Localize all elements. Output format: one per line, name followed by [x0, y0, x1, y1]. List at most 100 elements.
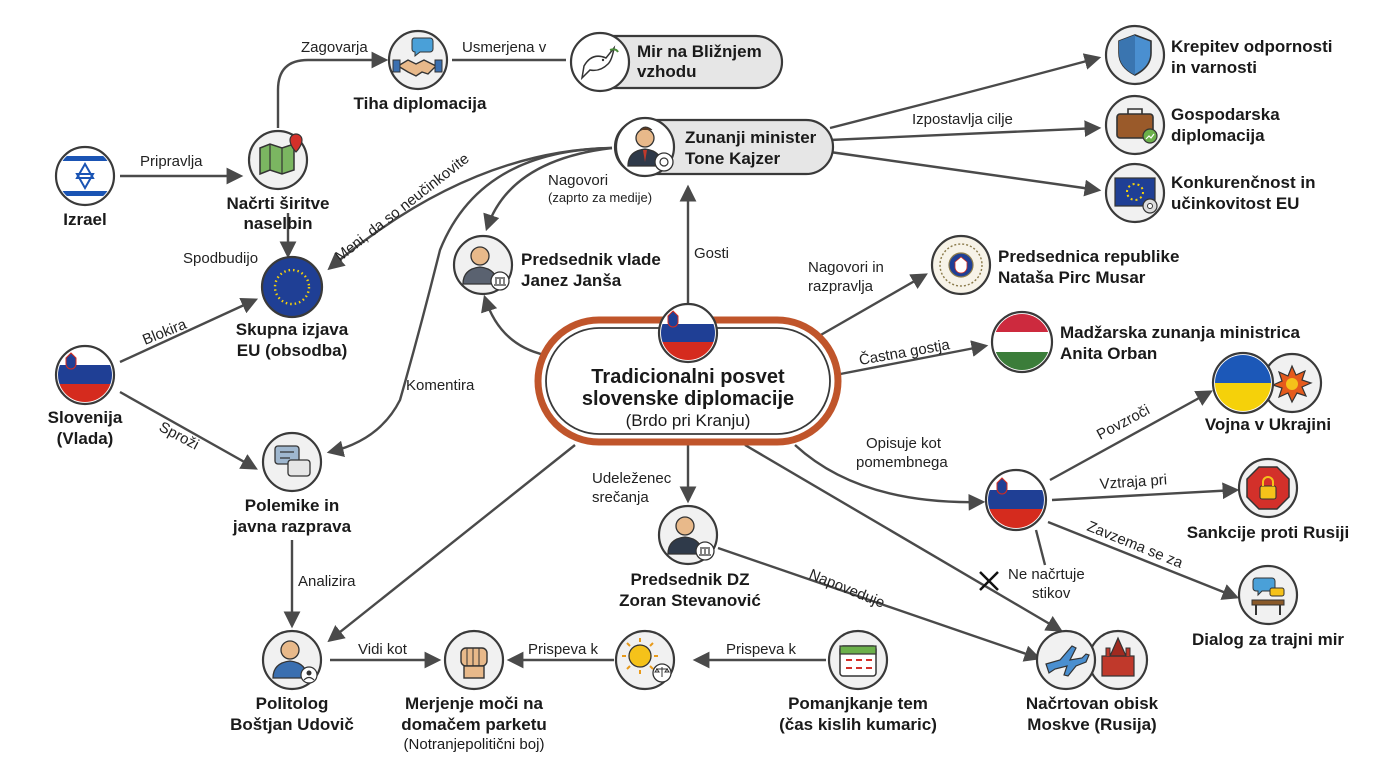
edge-label-prispeva-2: Prispeva k: [726, 641, 797, 658]
map-pin-icon: [247, 129, 309, 191]
node-izrael: Izrael: [54, 145, 116, 229]
slovenia-flag-icon: [54, 344, 116, 406]
node-label-gospodarska-1: Gospodarska: [1171, 105, 1280, 124]
central-title-line1: Tradicionalni posvet: [591, 366, 785, 388]
hungary-flag-icon: [990, 310, 1054, 374]
edge-minister-krepitev: [829, 53, 1102, 130]
node-label-merjenje-sub: (Notranjepolitični boj): [404, 736, 545, 753]
node-predsednica: Predsednica republike Nataša Pirc Musar: [930, 234, 1179, 296]
edge-minister-premier: [483, 146, 613, 232]
briefcase-icon: [1104, 94, 1166, 156]
node-label-minister-2: Tone Kajzer: [685, 149, 780, 168]
x-mark-icon: [979, 571, 999, 591]
node-label-dz-2: Zoran Stevanović: [619, 591, 761, 610]
node-label-predsednica-1: Predsednica republike: [998, 247, 1179, 266]
edge-slovenija2-sankcije: [1051, 482, 1240, 502]
node-label-mir-2: vzhodu: [637, 62, 697, 81]
node-label-merjenje-2: domačem parketu: [401, 715, 547, 734]
node-minister: Zunanji minister Tone Kajzer: [613, 116, 835, 178]
edge-label-komentira: Komentira: [406, 377, 475, 394]
edge-slovenija-polemike: [119, 390, 258, 470]
node-dialog: Dialog za trajni mir: [1192, 564, 1344, 649]
node-dz: Predsednik DZ Zoran Stevanović: [619, 504, 761, 610]
node-label-polemike-1: Polemike in: [245, 496, 339, 515]
central-title-line2: slovenske diplomacije: [582, 388, 794, 410]
eu-flag-gear-icon: [1104, 162, 1166, 224]
node-merjenje: Merjenje moči na domačem parketu (Notran…: [401, 629, 547, 753]
edge-central-slovenija2: [794, 444, 986, 511]
shield-icon: [1104, 24, 1166, 86]
dove-icon: [569, 31, 631, 93]
node-vojna: Vojna v Ukrajini: [1205, 351, 1331, 434]
node-mir: Mir na Bližnjem vzhodu: [569, 31, 784, 93]
edge-label-udelezenec: Udeleženec: [592, 470, 672, 487]
node-label-pomanjkanje-1: Pomanjkanje tem: [788, 694, 928, 713]
node-slovenija-stance: [984, 468, 1048, 532]
node-label-premier-2: Janez Janša: [521, 271, 622, 290]
edge-central-politolog: [327, 444, 576, 643]
israel-flag-icon: [54, 145, 116, 207]
edge-slovenija2-moskva: [1034, 529, 1047, 566]
edge-slovenija2-dialog: [1047, 520, 1240, 600]
node-label-skupna-2: EU (obsodba): [237, 341, 348, 360]
edge-label-vztraja: Vztraja pri: [1099, 471, 1168, 493]
edge-central-moskva: [744, 443, 1063, 632]
node-label-mir-1: Mir na Bližnjem: [637, 42, 762, 61]
analyst-icon: [261, 629, 323, 691]
node-label-politolog-2: Boštjan Udovič: [230, 715, 354, 734]
slovenia-flag-icon: [984, 468, 1048, 532]
central-subtitle: (Brdo pri Kranju): [626, 411, 751, 430]
edge-label-zavzema: Zavzema se za: [1085, 518, 1186, 572]
dz-president-icon: [657, 504, 719, 566]
edge-label-ne-nacrtuje: Ne načrtuje: [1008, 566, 1085, 583]
edge-label-napoveduje: Napoveduje: [807, 566, 888, 612]
edge-label-prispeva-1: Prispeva k: [528, 641, 599, 658]
node-label-konkurencnost-2: učinkovitost EU: [1171, 194, 1299, 213]
node-label-konkurencnost-1: Konkurenčnost in: [1171, 173, 1316, 192]
node-nacrti: Načrti širitve naselbin: [227, 129, 330, 233]
ukraine-flag-explosion-icon: [1211, 351, 1323, 415]
node-sun-scale: [614, 629, 676, 691]
edge-label-povzroci: Povzroči: [1094, 402, 1153, 444]
node-label-predsednica-2: Nataša Pirc Musar: [998, 268, 1146, 287]
node-label-slovenija-2: (Vlada): [57, 429, 114, 448]
node-tiha: Tiha diplomacija: [354, 29, 487, 113]
node-label-politolog-1: Politolog: [256, 694, 329, 713]
node-premier: Predsednik vlade Janez Janša: [452, 234, 661, 296]
node-skupna: Skupna izjava EU (obsodba): [236, 255, 349, 360]
node-label-sankcije: Sankcije proti Rusiji: [1187, 523, 1350, 542]
edge-nacrti-tiha: [276, 51, 389, 128]
node-label-moskva-2: Moskve (Rusija): [1027, 715, 1156, 734]
handshake-icon: [387, 29, 449, 91]
stop-lock-icon: [1237, 457, 1299, 519]
edge-label-gosti: Gosti: [694, 245, 729, 262]
node-label-vojna: Vojna v Ukrajini: [1205, 415, 1331, 434]
node-polemike: Polemike in javna razprava: [232, 431, 352, 536]
node-label-slovenija-1: Slovenija: [48, 408, 123, 427]
fist-icon: [443, 629, 505, 691]
edge-label-zagovarja: Zagovarja: [301, 39, 368, 56]
plane-kremlin-icon: [1035, 629, 1149, 691]
node-label-dialog: Dialog za trajni mir: [1192, 630, 1344, 649]
edge-label-blokira: Blokira: [140, 316, 189, 349]
chat-bubbles-icon: [261, 431, 323, 493]
edge-central-orban: [829, 340, 989, 378]
node-label-orban-2: Anita Orban: [1060, 344, 1157, 363]
minister-icon: [614, 116, 676, 178]
edge-label-nagovori-razpravlja: Nagovori in: [808, 259, 884, 276]
edge-label-castna: Častna gostja: [858, 336, 952, 369]
edge-central-predsednica: [811, 273, 928, 342]
edge-label-vidi-kot: Vidi kot: [358, 641, 408, 658]
edge-label-nagovori-razpravlja-2: razpravlja: [808, 278, 874, 295]
node-label-skupna-1: Skupna izjava: [236, 320, 349, 339]
node-label-nacrti-1: Načrti širitve: [227, 194, 330, 213]
edge-label-nagovori: Nagovori: [548, 172, 608, 189]
node-label-dz-1: Predsednik DZ: [630, 570, 749, 589]
edge-label-udelezenec-2: srečanja: [592, 489, 649, 506]
central-node: Tradicionalni posvet slovenske diplomaci…: [534, 302, 842, 446]
node-pomanjkanje: Pomanjkanje tem (čas kislih kumaric): [779, 629, 937, 734]
edge-label-spodbudijo: Spodbudijo: [183, 250, 258, 267]
edge-label-izpostavlja: Izpostavlja cilje: [912, 111, 1013, 128]
edge-label-nagovori-sub: (zaprto za medije): [548, 190, 652, 205]
premier-icon: [452, 234, 514, 296]
